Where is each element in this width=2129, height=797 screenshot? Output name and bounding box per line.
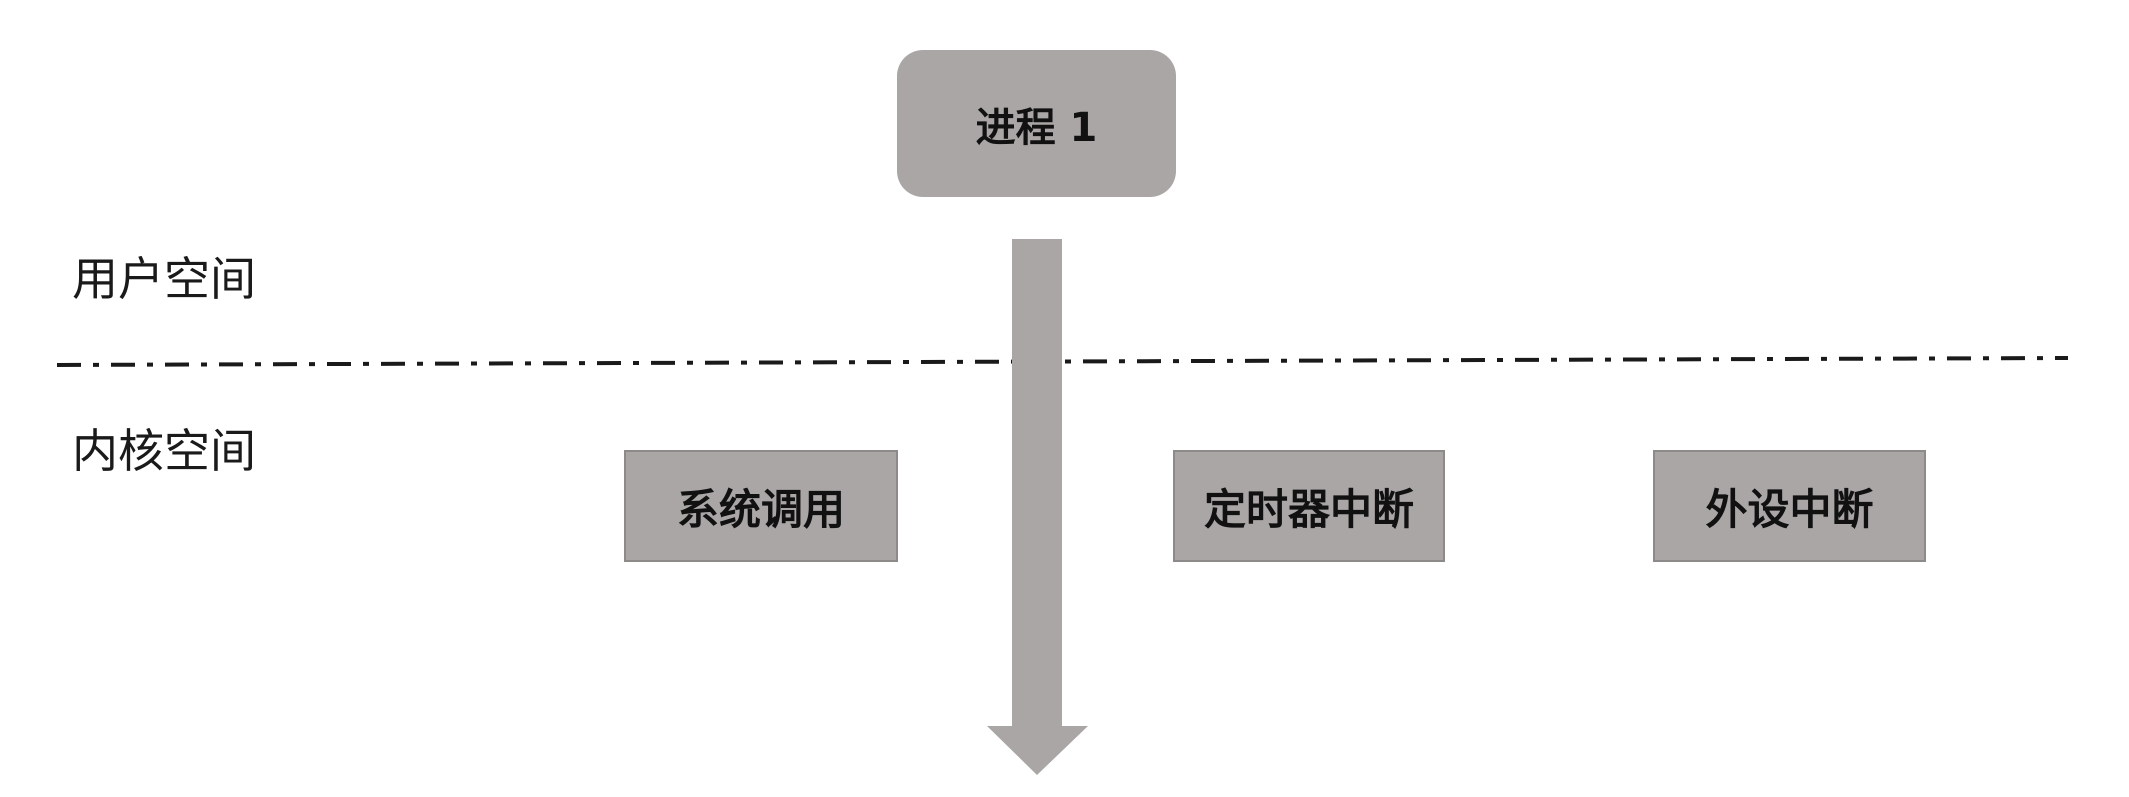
process-label: 进程 1 <box>975 104 1098 151</box>
user-space-label: 用户空间 <box>72 252 256 306</box>
arrow-head <box>987 726 1088 775</box>
arrow-shaft <box>1012 239 1062 729</box>
process-node: 进程 1 <box>897 50 1176 197</box>
timer-interrupt-label: 定时器中断 <box>1203 484 1414 534</box>
kernel-space-label: 内核空间 <box>72 424 256 478</box>
user-kernel-boundary-line <box>56 356 2069 367</box>
system-call-label: 系统调用 <box>676 484 845 534</box>
timer-interrupt-box: 定时器中断 <box>1173 450 1445 562</box>
system-call-box: 系统调用 <box>624 450 898 562</box>
peripheral-interrupt-box: 外设中断 <box>1653 450 1926 562</box>
peripheral-interrupt-label: 外设中断 <box>1705 484 1874 534</box>
